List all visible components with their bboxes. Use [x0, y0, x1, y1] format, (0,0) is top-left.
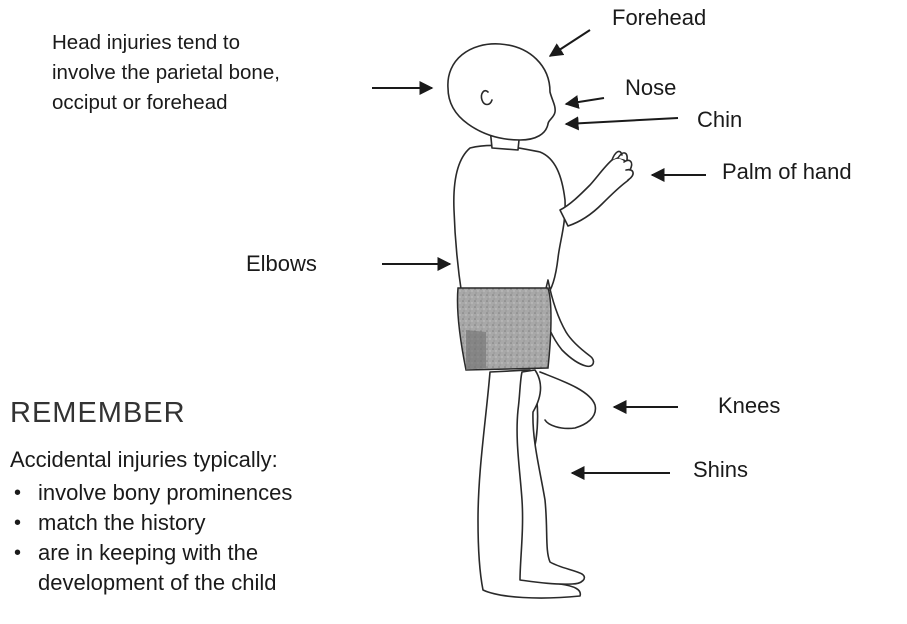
remember-item-text: are in keeping with the	[38, 538, 292, 568]
remember-item: • are in keeping with the development of…	[10, 538, 292, 598]
label-elbows: Elbows	[246, 250, 317, 278]
head-note-line-3: occiput or forehead	[52, 88, 280, 118]
remember-list: • involve bony prominences • match the h…	[10, 478, 292, 598]
knee-bump	[540, 372, 595, 428]
label-shins: Shins	[693, 456, 748, 484]
arrow-nose	[566, 98, 604, 104]
label-forehead: Forehead	[612, 4, 706, 32]
remember-intro: Accidental injuries typically:	[10, 446, 278, 474]
arrow-chin	[566, 118, 678, 124]
remember-item-text: involve bony prominences	[38, 480, 292, 505]
head	[448, 44, 555, 140]
head-note-line-1: Head injuries tend to	[52, 28, 280, 58]
bullet-icon: •	[14, 508, 21, 538]
label-nose: Nose	[625, 74, 676, 102]
label-palm-of-hand: Palm of hand	[722, 158, 852, 186]
remember-item-text: match the history	[38, 510, 206, 535]
shirt	[454, 145, 565, 296]
arrow-forehead	[550, 30, 590, 56]
bullet-icon: •	[14, 538, 21, 568]
remember-item-continuation: development of the child	[38, 568, 292, 598]
label-knees: Knees	[718, 392, 780, 420]
head-injuries-note: Head injuries tend to involve the pariet…	[52, 28, 280, 118]
remember-item: • involve bony prominences	[10, 478, 292, 508]
head-note-line-2: involve the parietal bone,	[52, 58, 280, 88]
remember-heading: REMEMBER	[10, 397, 186, 430]
bullet-icon: •	[14, 478, 21, 508]
raised-arm	[560, 158, 631, 226]
label-chin: Chin	[697, 106, 742, 134]
remember-item: • match the history	[10, 508, 292, 538]
